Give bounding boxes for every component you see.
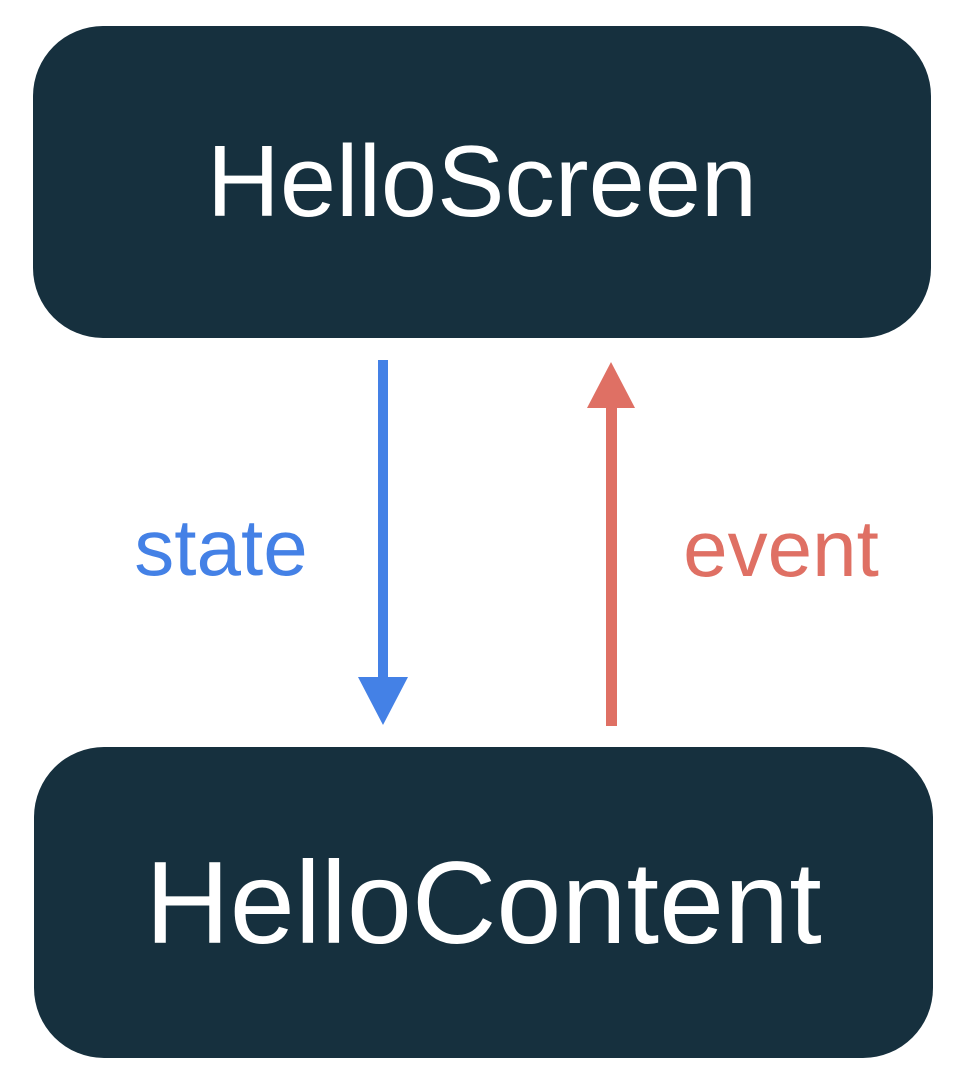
state-edge-label: state: [134, 503, 308, 592]
node-helloscreen: HelloScreen: [33, 26, 931, 338]
event-arrow-line: [606, 407, 617, 726]
node-helloscreen-label: HelloScreen: [206, 125, 758, 238]
state-arrow-line: [378, 360, 388, 680]
arrow-up-icon: [587, 362, 635, 408]
event-edge-label: event: [683, 504, 879, 593]
arrow-down-icon: [358, 677, 408, 725]
node-hellocontent: HelloContent: [34, 747, 933, 1058]
node-hellocontent-label: HelloContent: [145, 837, 822, 968]
